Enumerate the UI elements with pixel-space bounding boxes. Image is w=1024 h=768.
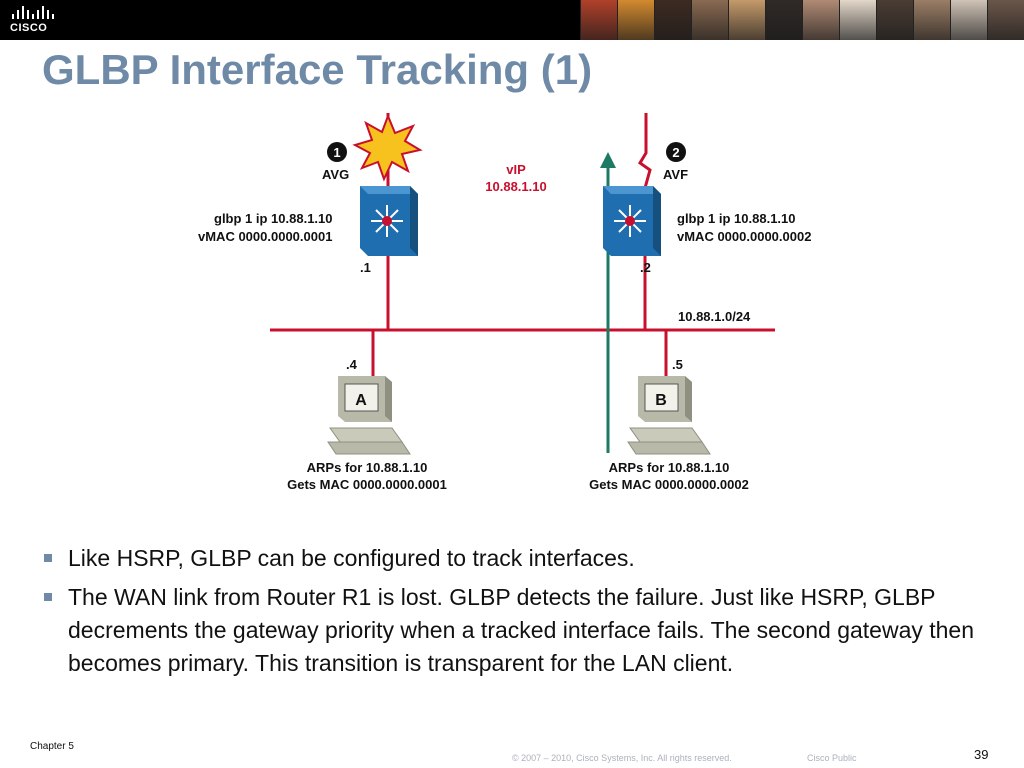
router-avg-icon [360,186,418,256]
cisco-bridge-icon [12,6,54,19]
bullet-text: Like HSRP, GLBP can be configured to tra… [68,545,635,571]
marker-1-label: 1 [333,145,340,160]
failure-burst-icon [352,113,423,182]
pc-a-address: .4 [346,357,358,372]
r2-config-line1: glbp 1 ip 10.88.1.10 [677,211,796,226]
banner-photo [950,0,987,40]
bullet-list: Like HSRP, GLBP can be configured to tra… [42,542,992,686]
marker-2-icon [666,142,686,162]
classification-text: Cisco Public [807,753,857,763]
r1-config-line1: glbp 1 ip 10.88.1.10 [214,211,333,226]
banner-photo [876,0,913,40]
bullet-item: The WAN link from Router R1 is lost. GLB… [42,581,992,680]
marker-1-icon [327,142,347,162]
r2-config-line2: vMAC 0000.0000.0002 [677,229,811,244]
logo-text: CISCO [10,22,48,34]
banner-photo [580,0,617,40]
r1-address: .1 [360,260,371,275]
router-avf-icon [603,186,661,256]
pc-b-icon [627,376,711,455]
vip-label: vIP [506,162,526,177]
bullet-square-icon [44,593,52,601]
pc-a-icon [327,376,411,455]
slide-title: GLBP Interface Tracking (1) [42,46,593,93]
traffic-arrow-head [600,152,616,168]
pc-a-arp-line2: Gets MAC 0000.0000.0001 [287,477,447,492]
pc-b-arp-line1: ARPs for 10.88.1.10 [609,460,730,475]
avg-label: AVG [322,167,349,182]
page-number: 39 [974,747,989,762]
avf-label: AVF [663,167,688,182]
subnet-label: 10.88.1.0/24 [678,309,751,324]
vip-address: 10.88.1.10 [485,179,546,194]
cisco-logo: CISCO [10,5,60,35]
marker-2-label: 2 [672,145,679,160]
banner-photo [654,0,691,40]
banner-photo [802,0,839,40]
pc-b-letter: B [655,392,667,409]
pc-b-arp-line2: Gets MAC 0000.0000.0002 [589,477,749,492]
photo-strip [580,0,1024,40]
r1-config-line2: vMAC 0000.0000.0001 [198,229,332,244]
banner-photo [617,0,654,40]
top-banner: CISCO [0,0,1024,40]
pc-a-arp-line1: ARPs for 10.88.1.10 [307,460,428,475]
bullet-item: Like HSRP, GLBP can be configured to tra… [42,542,992,575]
banner-photo [728,0,765,40]
copyright-text: © 2007 – 2010, Cisco Systems, Inc. All r… [512,753,732,763]
pc-a-letter: A [355,392,367,409]
banner-photo [987,0,1024,40]
banner-photo [913,0,950,40]
glbp-diagram: 1 2 AVG AVF vIP 10.88.1.10 glbp 1 ip 10.… [198,113,811,492]
pc-b-address: .5 [672,357,683,372]
chapter-label: Chapter 5 [30,741,74,752]
banner-photo [839,0,876,40]
bullet-square-icon [44,554,52,562]
r2-wan-link [637,113,652,189]
banner-photo [765,0,802,40]
bullet-text: The WAN link from Router R1 is lost. GLB… [68,584,975,676]
r2-address: .2 [640,260,651,275]
banner-photo [691,0,728,40]
